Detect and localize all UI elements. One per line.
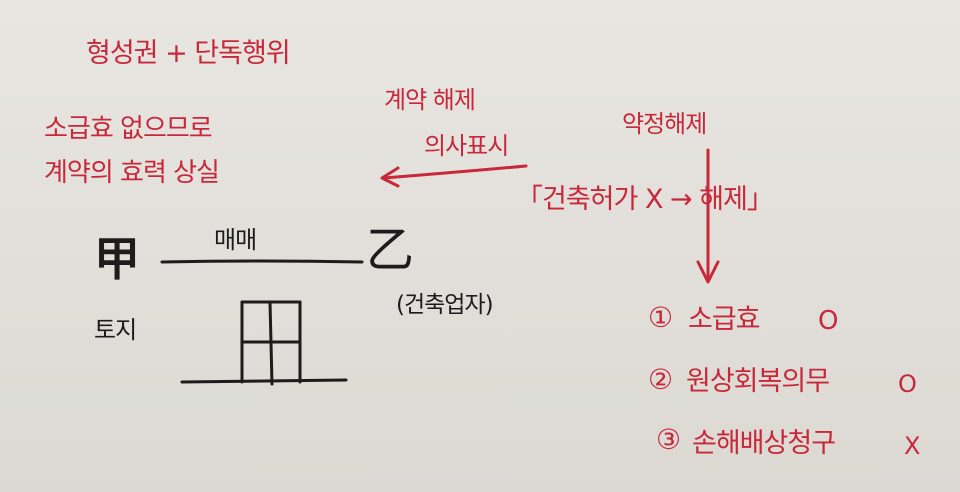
item-1-text: 소급효 [688, 304, 761, 335]
no-retroactive-note-line2: 계약의 효력 상실 [44, 158, 220, 188]
land-label: 토지 [94, 316, 137, 344]
item-1-mark: O [818, 306, 838, 336]
cancellation-arrow [382, 164, 528, 180]
party-b-role: (건축업자) [396, 292, 494, 318]
item-1-number: ① [648, 301, 673, 334]
cancellation-note-line2: 의사표시 [424, 132, 509, 160]
cancellation-arrowhead [380, 166, 400, 188]
item-2-text: 원상회복의무 [686, 366, 830, 397]
title-note: 형성권 + 단독행위 [86, 38, 291, 69]
agreed-cancellation-note: 약정해제 [622, 110, 707, 138]
cancellation-note-line1: 계약 해제 [384, 86, 476, 114]
permit-condition-clause: 「건축허가 X → 해제」 [516, 184, 774, 215]
item-2-mark: O [898, 370, 917, 398]
party-a-label: 甲 [94, 232, 140, 286]
item-3-text: 손해배상청구 [692, 428, 836, 459]
sale-label: 매매 [214, 226, 257, 254]
no-retroactive-note-line1: 소급효 없으므로 [44, 114, 213, 144]
building-sketch [180, 300, 348, 386]
item-2-number: ② [648, 363, 673, 396]
party-b-label: 乙 [366, 222, 414, 278]
down-arrowhead [696, 260, 720, 284]
sale-line [160, 259, 364, 264]
item-3-mark: X [904, 432, 920, 460]
item-3-number: ③ [656, 423, 681, 456]
